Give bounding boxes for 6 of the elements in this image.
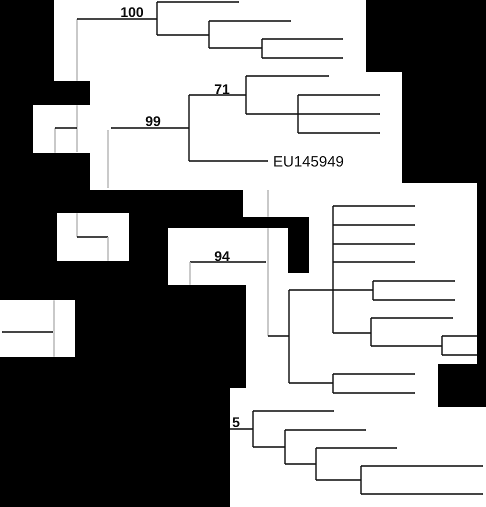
bootstrap-value: 94 — [214, 249, 230, 263]
taxon-label: EU145949 — [273, 154, 344, 170]
bootstrap-value: 71 — [214, 82, 230, 96]
bootstrap-value: 99 — [145, 114, 161, 128]
bootstrap-value: 100 — [120, 5, 144, 19]
bootstrap-value: 5 — [232, 415, 240, 429]
